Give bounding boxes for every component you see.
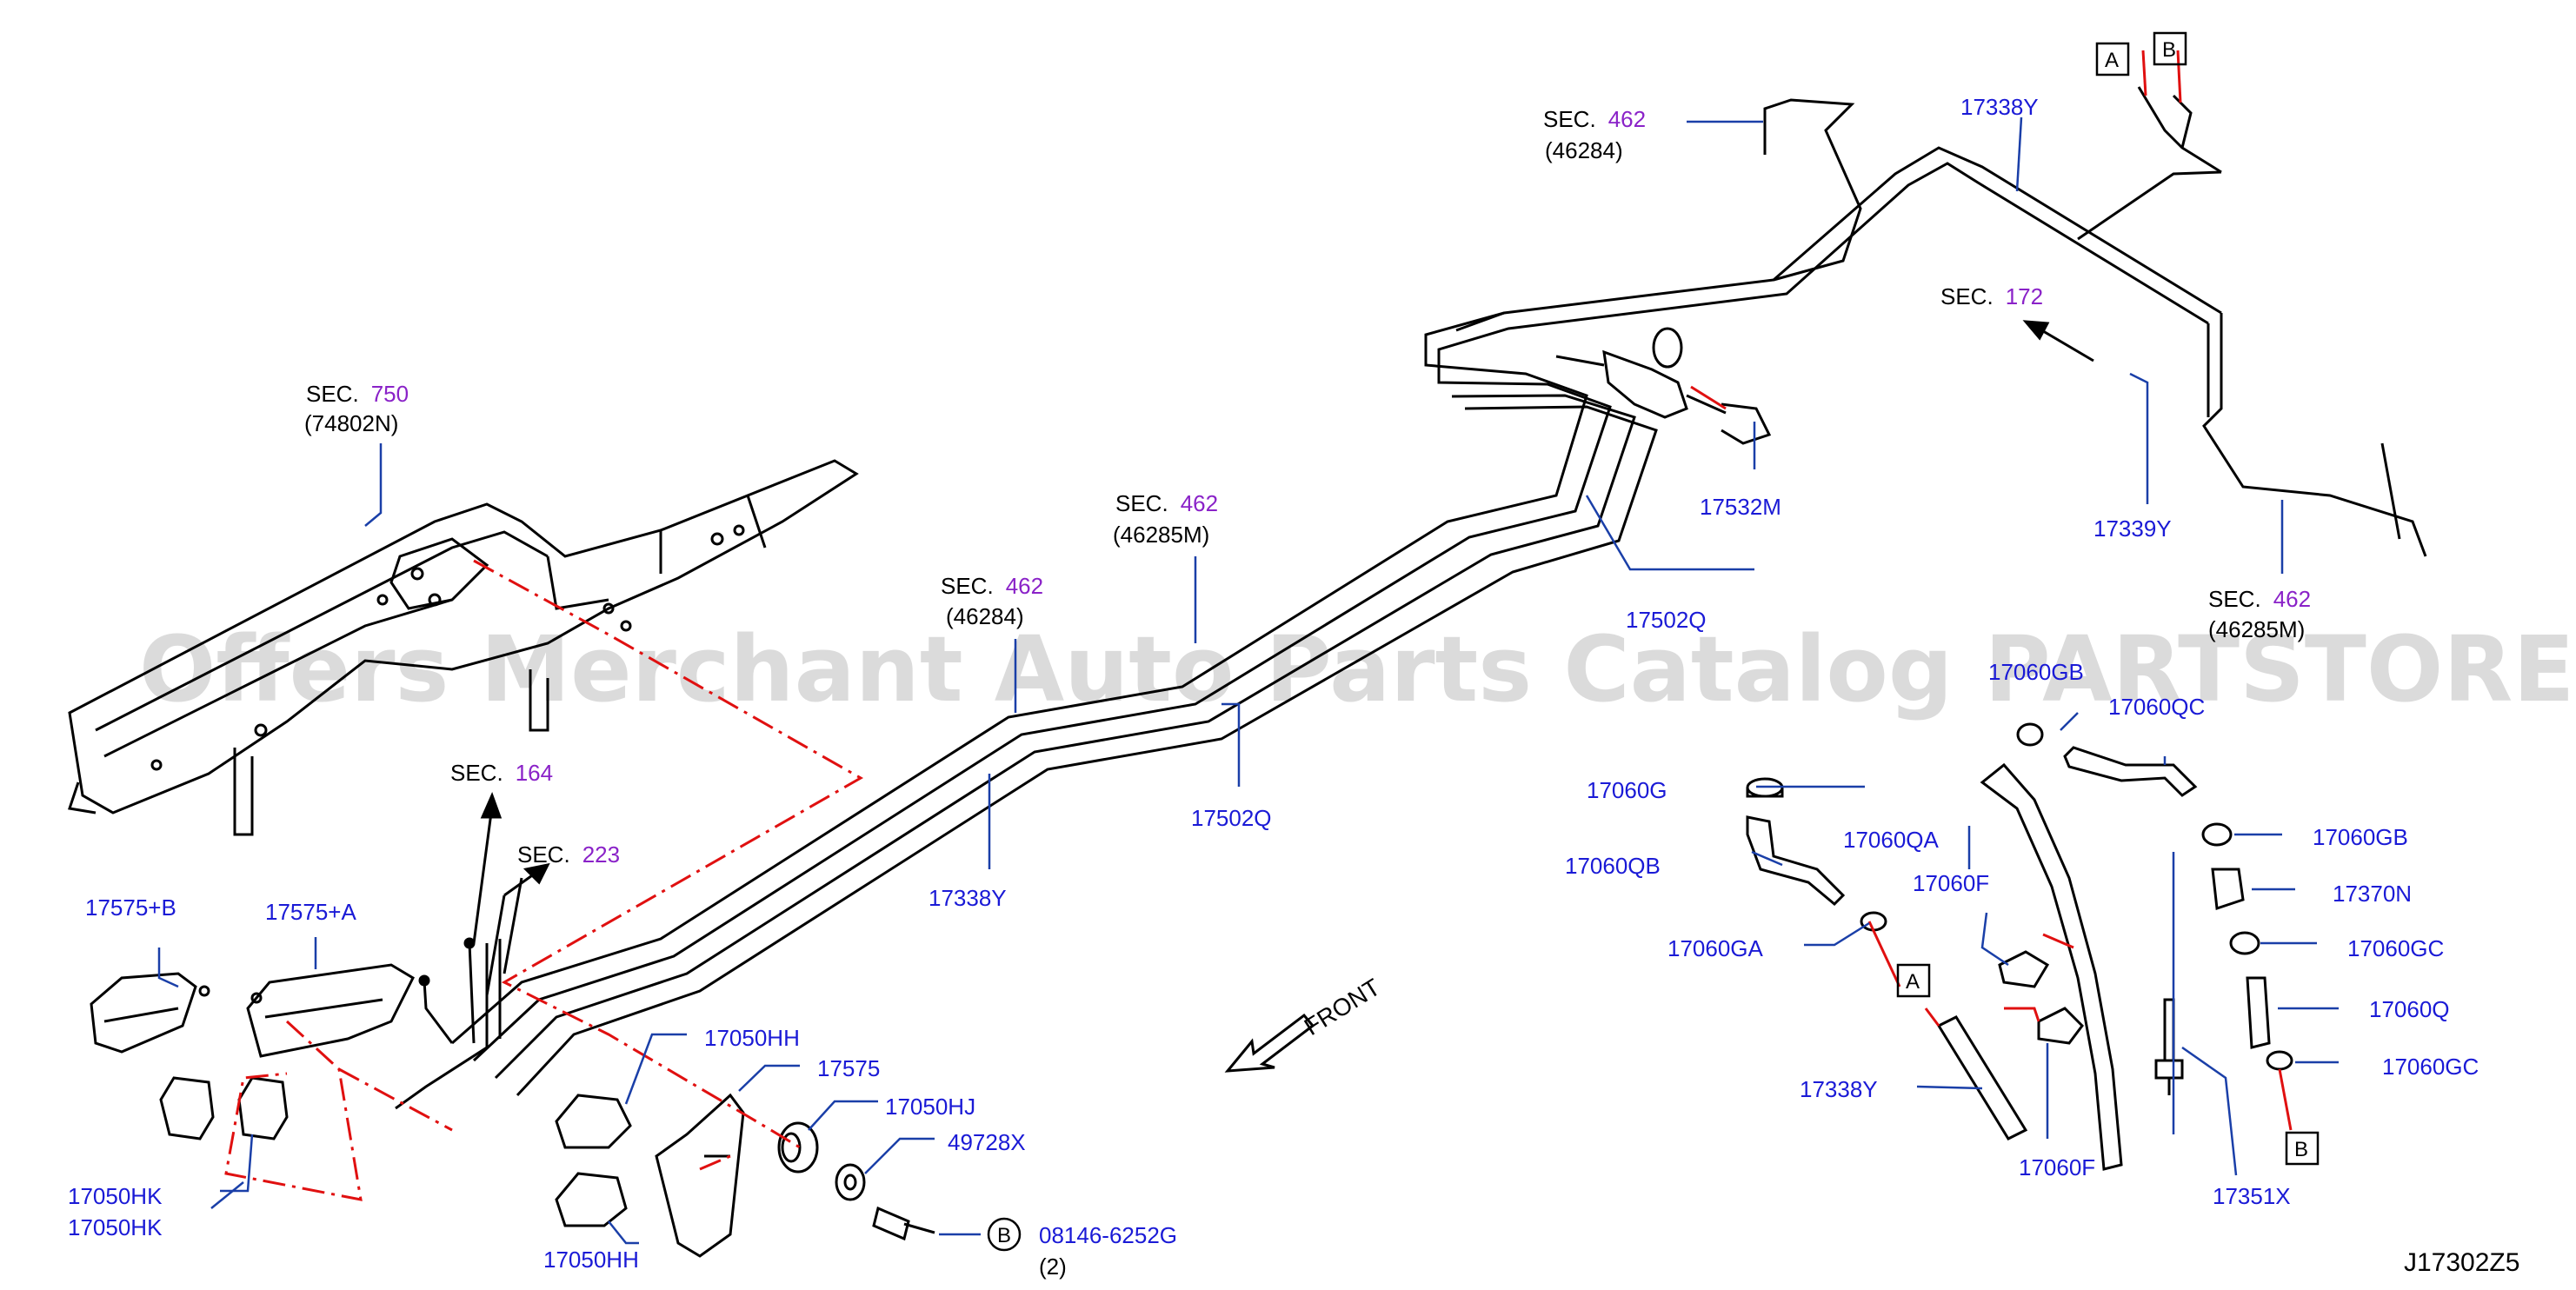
sec-164-ref: SEC.164 xyxy=(450,760,553,786)
part-label-17532m[interactable]: 17532M xyxy=(1700,494,1781,520)
sec-750-ref: SEC.750 (74802N) xyxy=(304,381,409,436)
part-label-17338y-top[interactable]: 17338Y xyxy=(1960,94,2039,120)
part-label-17060qa[interactable]: 17060QA xyxy=(1843,827,1940,853)
svg-text:B: B xyxy=(2294,1138,2308,1161)
sec-164-arrow xyxy=(472,812,493,944)
part-label-17060gb-top[interactable]: 17060GB xyxy=(1988,659,2084,685)
leader-lines xyxy=(157,116,2339,1245)
part-label-17338y-mid[interactable]: 17338Y xyxy=(929,885,1007,911)
sec-164-arrowhead xyxy=(480,791,503,819)
part-label-17575-a[interactable]: 17575+A xyxy=(265,899,356,925)
clip-tubes-left xyxy=(395,877,523,1110)
svg-text:SEC.172: SEC.172 xyxy=(1940,283,2043,309)
sec-172-arrowhead xyxy=(2022,320,2050,341)
part-label-17060ga[interactable]: 17060GA xyxy=(1667,935,1764,961)
diagram-code: J17302Z5 xyxy=(2404,1248,2519,1277)
part-label-17050hh-top[interactable]: 17050HH xyxy=(704,1025,800,1051)
part-label-08146-6252g[interactable]: 08146-6252G xyxy=(1039,1222,1177,1248)
frame-rail-drawing xyxy=(68,459,859,836)
part-label-17575[interactable]: 17575 xyxy=(817,1055,880,1081)
part-qty-2: (2) xyxy=(1039,1253,1067,1280)
part-label-17060gc-bottom[interactable]: 17060GC xyxy=(2382,1054,2479,1080)
sec-462-ref-2: SEC.462 (46285M) xyxy=(1113,490,1218,548)
svg-text:SEC.462: SEC.462 xyxy=(1115,490,1218,516)
svg-text:A: A xyxy=(1906,970,1920,994)
part-label-17338y-bottom[interactable]: 17338Y xyxy=(1800,1076,1878,1102)
part-label-17050hj[interactable]: 17050HJ xyxy=(885,1094,975,1120)
svg-text:SEC.462: SEC.462 xyxy=(1543,106,1646,132)
svg-text:(46284): (46284) xyxy=(946,603,1024,629)
part-label-17060q[interactable]: 17060Q xyxy=(2369,996,2450,1022)
svg-text:SEC.462: SEC.462 xyxy=(941,573,1043,599)
callout-box-b-bottom: B xyxy=(2285,1131,2320,1166)
part-label-17060qb[interactable]: 17060QB xyxy=(1565,853,1661,879)
part-label-17060gc-top[interactable]: 17060GC xyxy=(2347,935,2444,961)
part-label-17060f-top[interactable]: 17060F xyxy=(1913,870,1989,896)
part-label-17502q-mid[interactable]: 17502Q xyxy=(1191,805,1272,831)
reference-lines xyxy=(224,559,864,1201)
svg-text:(46284): (46284) xyxy=(1545,137,1623,163)
callout-box-a-top: A xyxy=(2095,42,2130,76)
svg-text:(46285M): (46285M) xyxy=(2208,616,2305,642)
callout-box-b-top: B xyxy=(2153,31,2187,66)
sec-462-ref-1: SEC.462 (46284) xyxy=(1543,106,1646,163)
part-label-17050hh-bottom[interactable]: 17050HH xyxy=(543,1247,639,1273)
hose-clamp-drawings xyxy=(1746,722,2293,1171)
reference-lines-solid xyxy=(1690,50,2293,1131)
connector-valve-drawing xyxy=(1555,327,1772,445)
arrows xyxy=(472,320,2094,944)
svg-text:SEC.750: SEC.750 xyxy=(306,381,409,407)
part-label-17060f-bottom[interactable]: 17060F xyxy=(2019,1154,2095,1180)
part-label-17050hk-1[interactable]: 17050HK xyxy=(68,1183,163,1209)
callout-box-a-bottom: A xyxy=(1896,963,1931,998)
sec-462-ref-3: SEC.462 (46284) xyxy=(941,573,1043,629)
sec-223-arrowhead xyxy=(523,862,550,885)
svg-text:(46285M): (46285M) xyxy=(1113,522,1209,548)
brake-tube-bundle xyxy=(451,86,2427,1097)
front-label: FRONT xyxy=(1300,974,1385,1041)
part-label-17351x[interactable]: 17351X xyxy=(2213,1183,2291,1209)
svg-text:SEC.223: SEC.223 xyxy=(517,841,620,868)
part-label-17339y[interactable]: 17339Y xyxy=(2093,515,2172,542)
svg-text:B: B xyxy=(2162,38,2176,62)
part-label-49728x[interactable]: 49728X xyxy=(948,1129,1026,1155)
svg-text:(74802N): (74802N) xyxy=(304,410,398,436)
sec-462-ref-4: SEC.462 (46285M) xyxy=(2208,586,2311,642)
sec-172-ref: SEC.172 xyxy=(1940,283,2043,309)
front-arrow-icon xyxy=(1224,1013,1315,1073)
part-label-17502q-right[interactable]: 17502Q xyxy=(1626,607,1707,633)
part-label-17060g[interactable]: 17060G xyxy=(1587,777,1667,803)
sec-223-ref: SEC.223 xyxy=(517,841,620,868)
part-label-17370n[interactable]: 17370N xyxy=(2333,881,2412,907)
part-label-17575-b[interactable]: 17575+B xyxy=(85,894,176,921)
svg-text:B: B xyxy=(997,1224,1011,1247)
svg-text:A: A xyxy=(2105,49,2119,72)
clip-bracket-drawings xyxy=(90,963,935,1258)
svg-text:SEC.164: SEC.164 xyxy=(450,760,553,786)
sec-223-arrow xyxy=(503,872,536,897)
part-label-17060gb-right[interactable]: 17060GB xyxy=(2313,824,2408,850)
svg-text:SEC.462: SEC.462 xyxy=(2208,586,2311,612)
callout-circle-b: B xyxy=(987,1217,1022,1252)
part-label-17050hk-2[interactable]: 17050HK xyxy=(68,1214,163,1240)
part-label-17060qc[interactable]: 17060QC xyxy=(2108,694,2205,720)
